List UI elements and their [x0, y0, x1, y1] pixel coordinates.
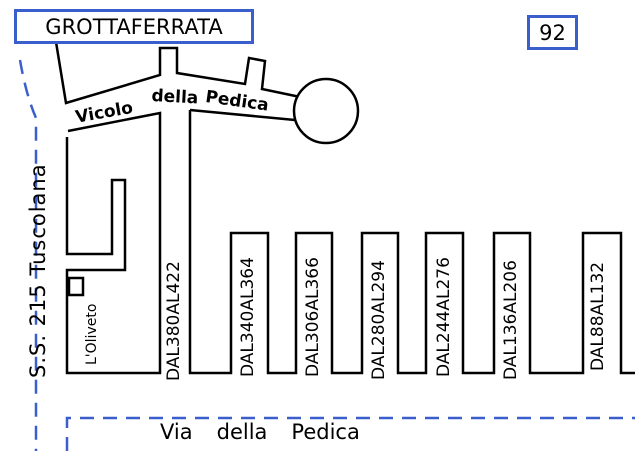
main-road-label: S.S. 215 Tuscolana	[26, 163, 50, 378]
civic-range-label: DAL88AL132	[588, 261, 608, 371]
street-stubs-outline	[188, 110, 635, 375]
town-label: GROTTAFERRATA	[14, 9, 254, 44]
oliveto-marker	[67, 276, 85, 297]
bottom-street-word-3: Pedica	[291, 420, 360, 444]
vicolo-word-2: della	[150, 86, 199, 109]
bottom-dashed-boundary	[65, 416, 635, 451]
civic-range-label: DAL244AL276	[434, 257, 454, 377]
left-dashed-boundary	[18, 59, 38, 451]
civic-range-label: DAL280AL294	[369, 260, 389, 380]
bottom-street-label: Via della Pedica	[160, 420, 384, 444]
civic-range-label: DAL306AL366	[303, 257, 323, 377]
civic-range-label: DAL380AL422	[164, 261, 184, 381]
bottom-street-word-2: della	[216, 420, 268, 444]
civic-range-label: DAL340AL364	[238, 257, 258, 377]
vicolo-road-outline	[54, 41, 360, 375]
page-number: 92	[527, 15, 578, 50]
bottom-street-word-1: Via	[160, 420, 193, 444]
oliveto-label: L'Oliveto	[84, 303, 100, 365]
civic-range-label: DAL136AL206	[501, 260, 521, 380]
